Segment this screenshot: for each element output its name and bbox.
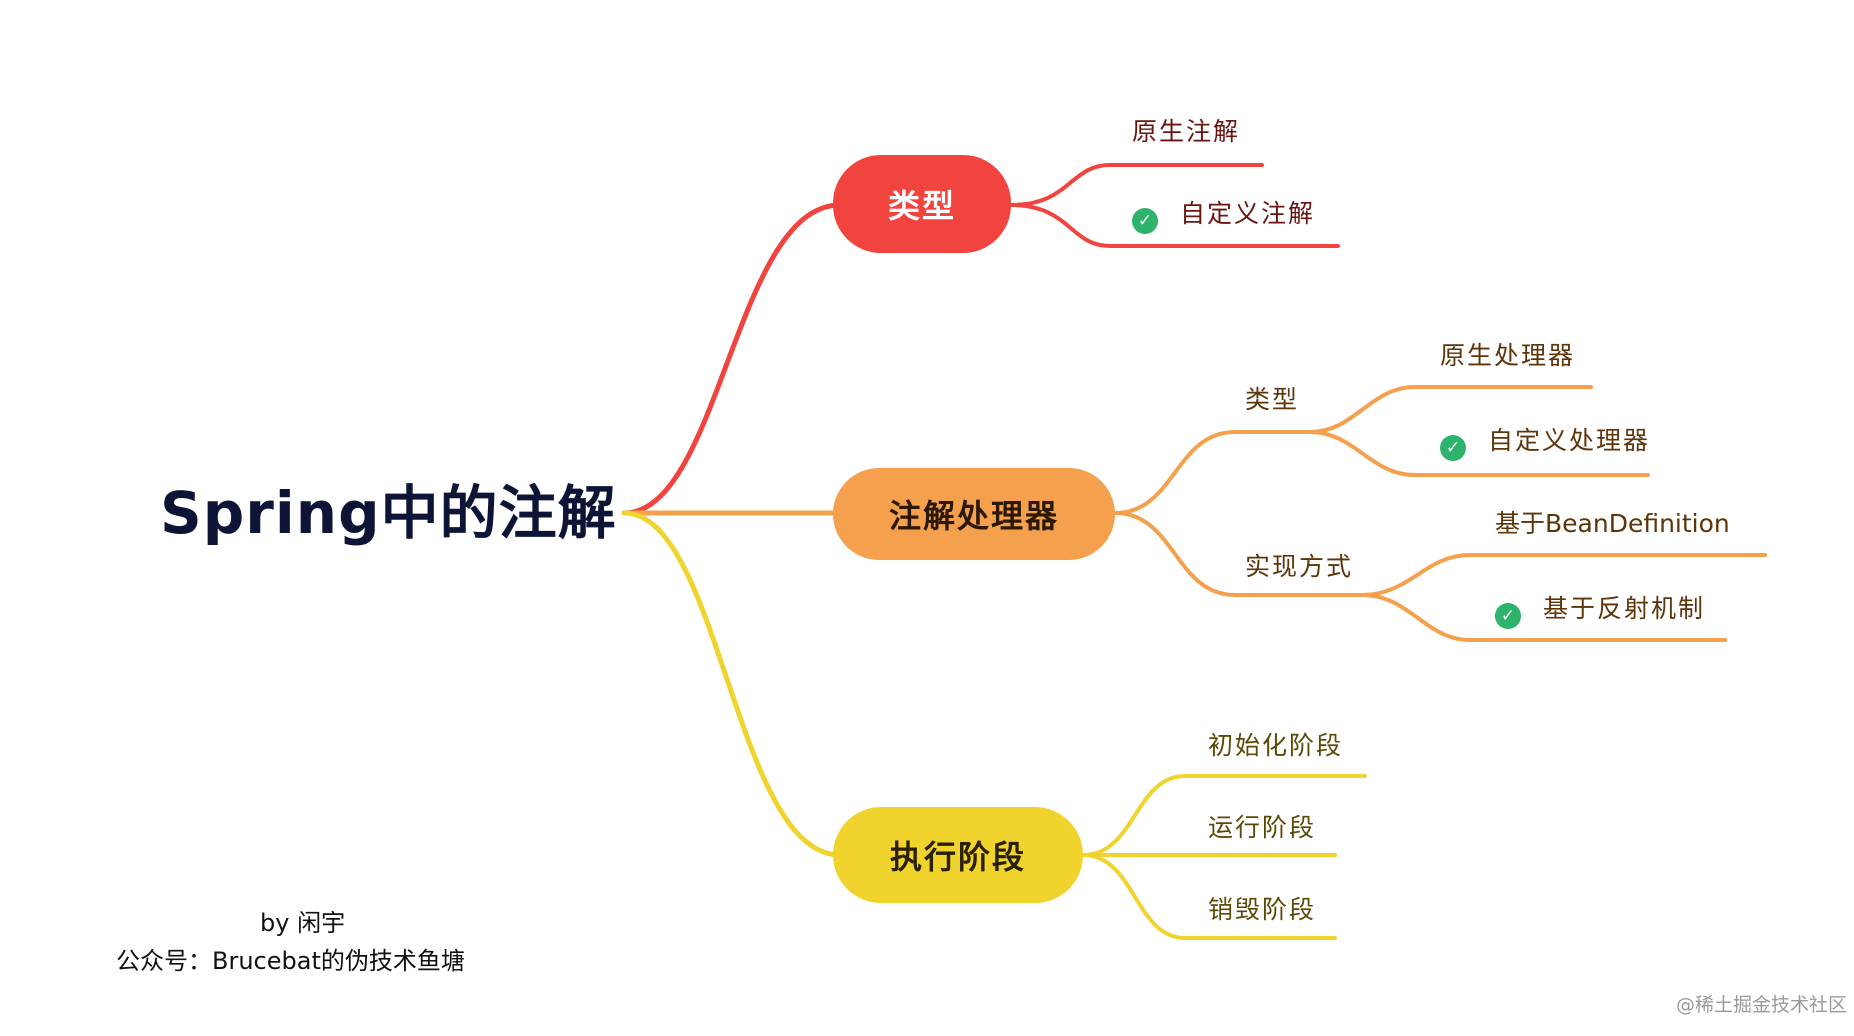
leaf-label: 销毁阶段 [1208, 895, 1317, 924]
sub-node-label: 类型 [1245, 385, 1300, 414]
leaf-label: 原生处理器 [1440, 341, 1576, 370]
branch-label: 类型 [887, 187, 956, 225]
edge-red-leaf-1 [1009, 163, 1264, 207]
leaf-node[interactable]: 原生注解 [1132, 116, 1240, 148]
leaf-node[interactable]: 运行阶段 [1208, 812, 1316, 844]
leaf-node[interactable]: 基于BeanDefinition [1495, 508, 1730, 540]
leaf-label: 运行阶段 [1208, 813, 1317, 842]
check-circle-icon: ✓ [1495, 603, 1521, 629]
account-credit: 公众号：Brucebat的伪技术鱼塘 [116, 947, 465, 975]
branch-node-type[interactable]: 类型 [833, 155, 1011, 253]
leaf-node[interactable]: ✓ 自定义注解 [1132, 198, 1315, 234]
edge-root-red [621, 202, 843, 516]
edge-orange-sub-1 [1113, 430, 1312, 515]
edge-orange-sub-2 [1113, 511, 1364, 597]
leaf-label: 原生注解 [1132, 117, 1241, 146]
edge-orange-sub2-leaf-1 [1360, 553, 1767, 597]
leaf-label: 自定义注解 [1180, 199, 1316, 228]
author-credit: by 闲宇 [260, 909, 346, 937]
watermark: @稀土掘金技术社区 [1676, 994, 1848, 1016]
edge-orange-sub2-leaf-2 [1360, 593, 1727, 642]
leaf-node[interactable]: ✓ 基于反射机制 [1495, 593, 1705, 629]
edge-red-leaf-2 [1009, 203, 1340, 248]
check-circle-icon: ✓ [1132, 208, 1158, 234]
leaf-node[interactable]: 初始化阶段 [1208, 730, 1343, 762]
sub-node[interactable]: 实现方式 [1245, 551, 1353, 583]
edge-orange-sub1-leaf-1 [1308, 385, 1593, 434]
leaf-label: 基于BeanDefinition [1495, 509, 1730, 538]
sub-node[interactable]: 类型 [1245, 384, 1299, 416]
edge-yellow-leaf-1 [1081, 774, 1367, 857]
edge-root-yellow [621, 510, 843, 858]
leaf-node[interactable]: ✓ 自定义处理器 [1440, 425, 1650, 461]
root-title: Spring中的注解 [160, 479, 617, 547]
leaf-label: 基于反射机制 [1543, 594, 1706, 623]
branch-node-execution-phase[interactable]: 执行阶段 [833, 807, 1083, 903]
leaf-node[interactable]: 销毁阶段 [1208, 894, 1316, 926]
edge-orange-sub1-leaf-2 [1308, 430, 1650, 477]
sub-node-label: 实现方式 [1245, 552, 1354, 581]
edge-yellow-leaf-3 [1081, 853, 1337, 940]
branch-node-processor[interactable]: 注解处理器 [833, 468, 1115, 560]
branch-label: 注解处理器 [888, 497, 1059, 535]
check-circle-icon: ✓ [1440, 435, 1466, 461]
leaf-label: 初始化阶段 [1208, 731, 1344, 760]
leaf-node[interactable]: 原生处理器 [1440, 340, 1575, 372]
branch-label: 执行阶段 [889, 838, 1026, 876]
leaf-label: 自定义处理器 [1488, 426, 1651, 455]
